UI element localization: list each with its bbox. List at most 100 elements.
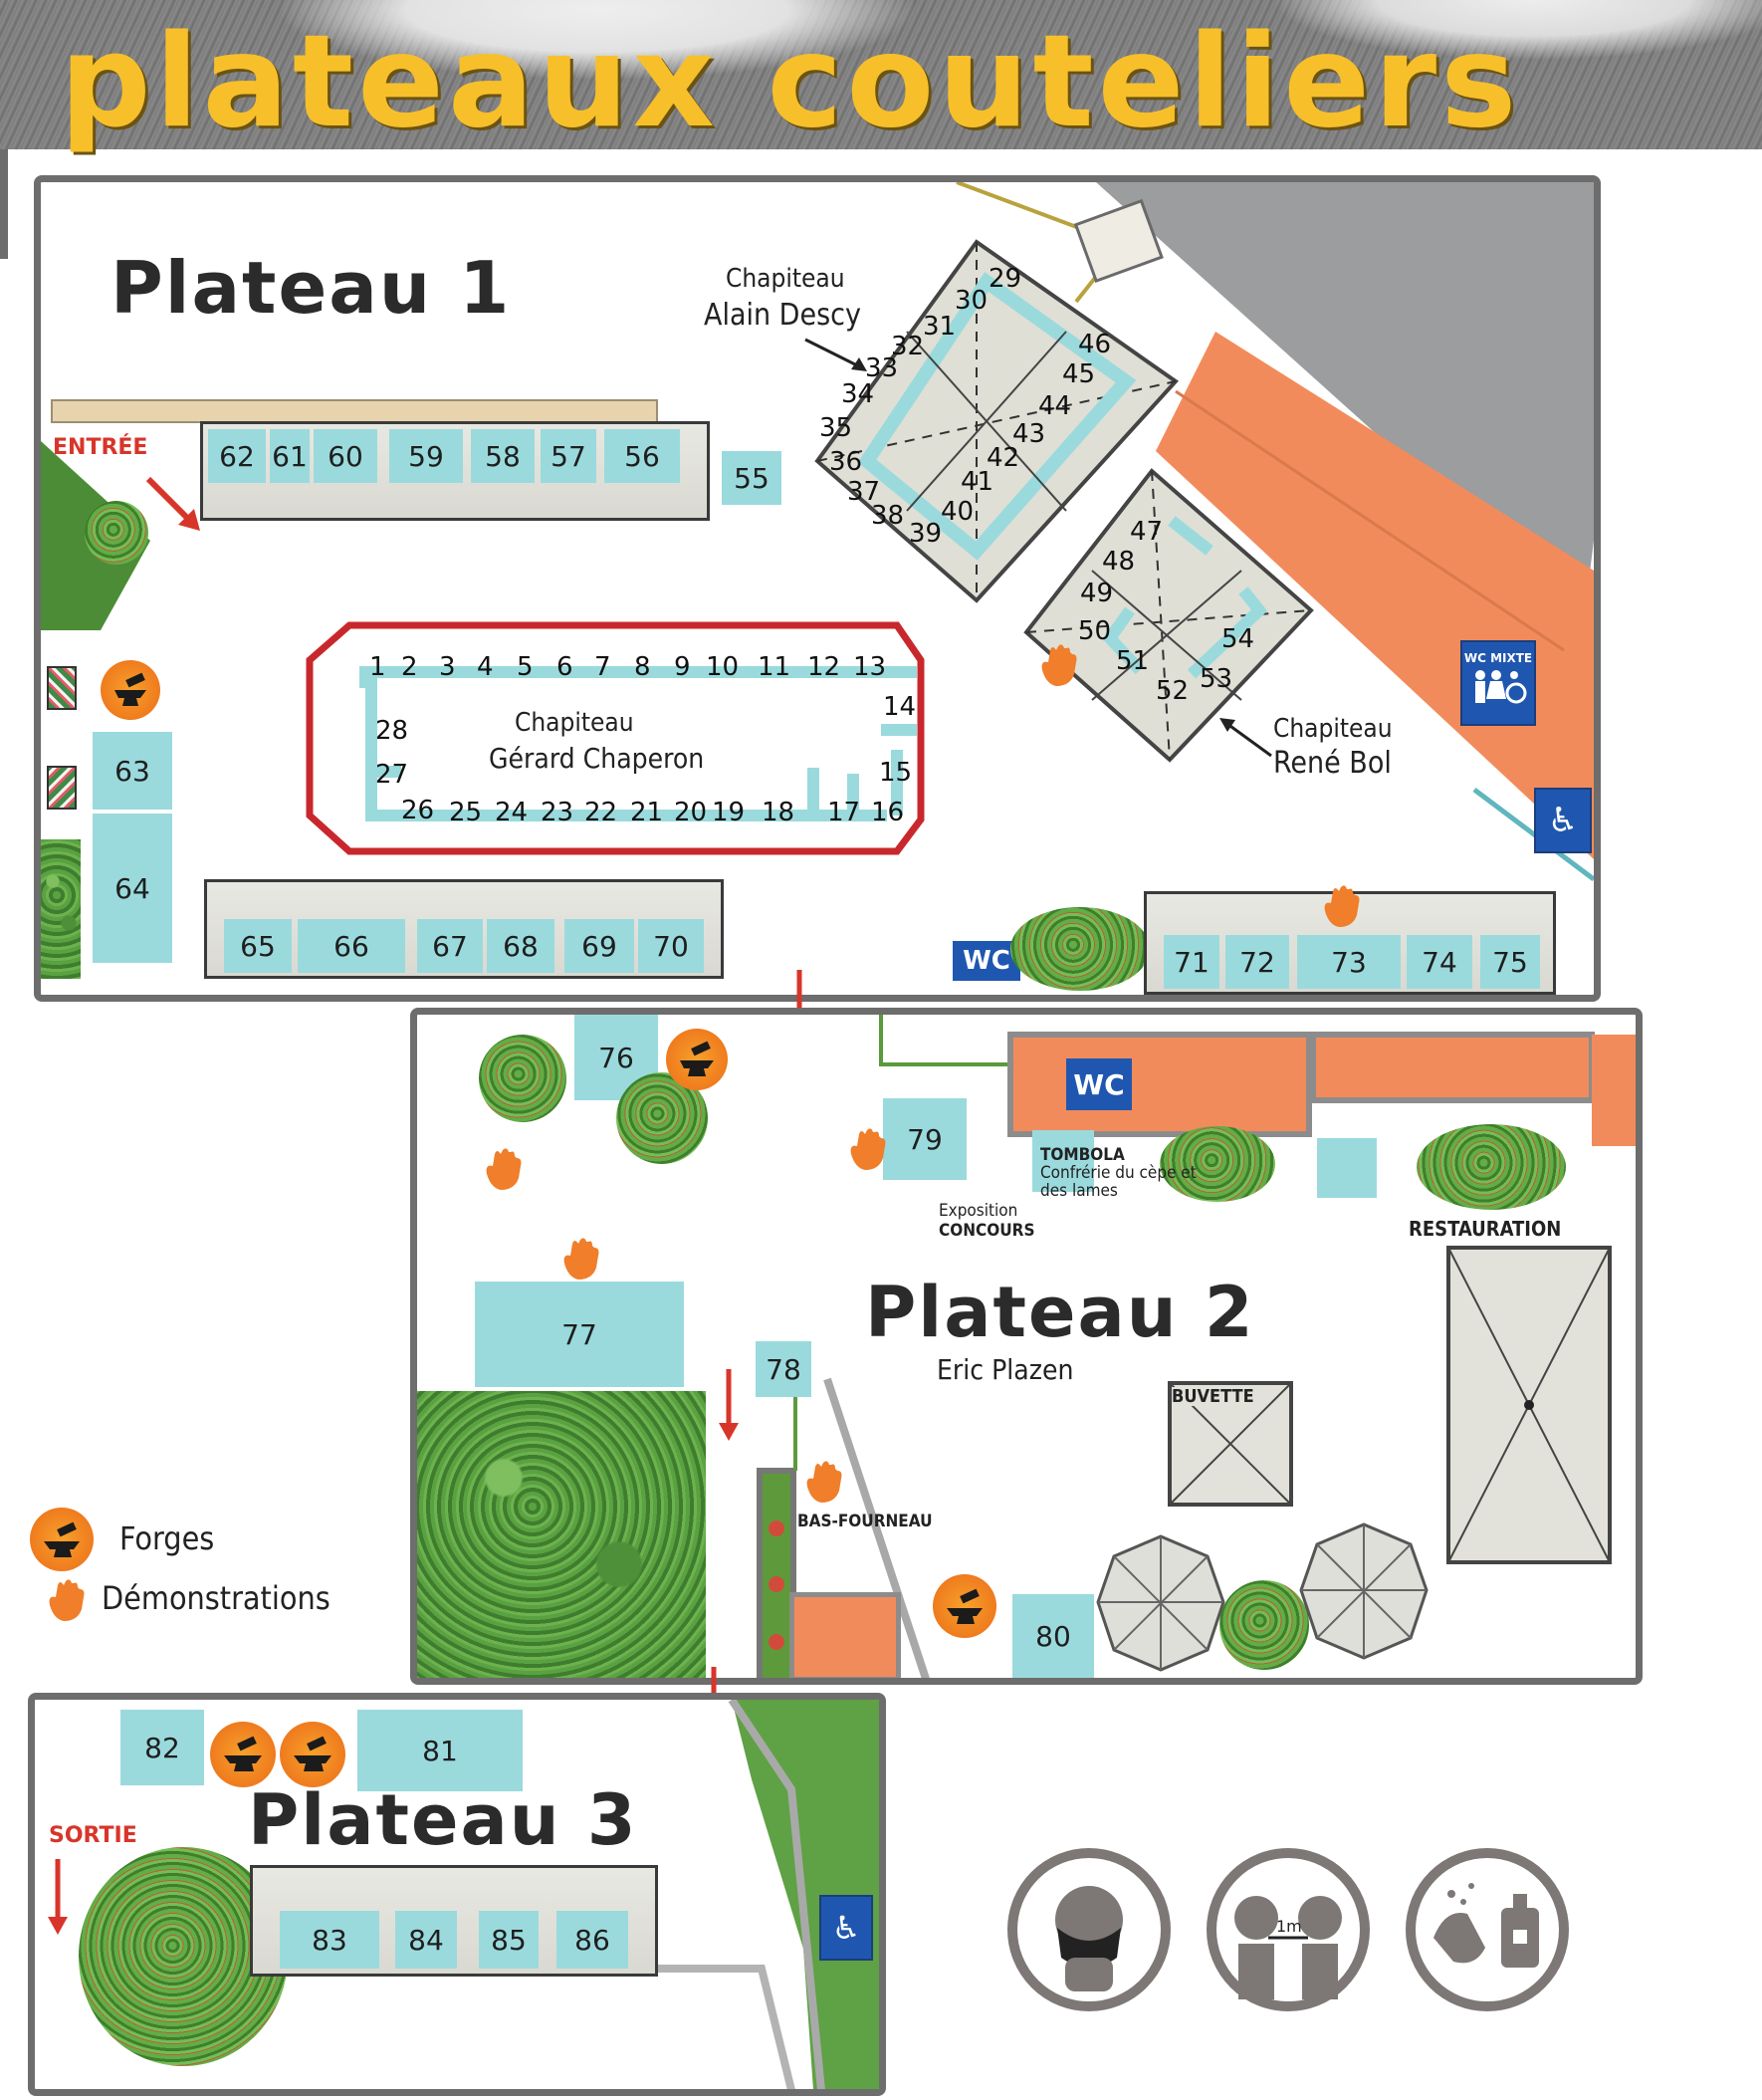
stand-8[interactable]: 8 bbox=[634, 652, 651, 682]
stand-43[interactable]: 43 bbox=[1012, 419, 1046, 449]
plateau-2-subtitle: Eric Plazen bbox=[937, 1353, 1074, 1386]
stand-66[interactable]: 66 bbox=[298, 919, 405, 973]
stand-30[interactable]: 30 bbox=[955, 286, 989, 316]
stand-13[interactable]: 13 bbox=[853, 652, 887, 682]
stand-42[interactable]: 42 bbox=[987, 443, 1020, 473]
tombola-label: TOMBOLA bbox=[1040, 1145, 1125, 1165]
stand-57[interactable]: 57 bbox=[541, 429, 596, 483]
stand-4[interactable]: 4 bbox=[477, 652, 494, 682]
stand-53[interactable]: 53 bbox=[1200, 664, 1233, 694]
stand-2[interactable]: 2 bbox=[401, 652, 418, 682]
stand-23[interactable]: 23 bbox=[541, 798, 574, 827]
stand-10[interactable]: 10 bbox=[706, 652, 740, 682]
stand-35[interactable]: 35 bbox=[819, 413, 853, 443]
stand-47[interactable]: 47 bbox=[1130, 517, 1164, 547]
stand-59[interactable]: 59 bbox=[389, 429, 463, 483]
plateau-3-path bbox=[652, 1700, 879, 2089]
stand-7[interactable]: 7 bbox=[594, 652, 611, 682]
banner-edge bbox=[0, 149, 8, 259]
stand-19[interactable]: 19 bbox=[712, 798, 746, 827]
stand-36[interactable]: 36 bbox=[829, 447, 863, 477]
stand-49[interactable]: 49 bbox=[1080, 579, 1114, 608]
stand-64[interactable]: 64 bbox=[93, 814, 172, 963]
stand-73[interactable]: 73 bbox=[1297, 935, 1401, 989]
tree bbox=[1219, 1580, 1309, 1670]
stand-48[interactable]: 48 bbox=[1102, 547, 1136, 577]
photo-thumb bbox=[47, 766, 77, 810]
stand-24[interactable]: 24 bbox=[495, 798, 529, 827]
stand-61[interactable]: 61 bbox=[270, 429, 310, 483]
stand-9[interactable]: 9 bbox=[674, 652, 691, 682]
stand-74[interactable]: 74 bbox=[1407, 935, 1472, 989]
stand-29[interactable]: 29 bbox=[989, 264, 1022, 294]
stand-32[interactable]: 32 bbox=[891, 332, 925, 361]
wc-mixte-label: WC MIXTE bbox=[1463, 651, 1533, 665]
small-stand[interactable] bbox=[1317, 1138, 1377, 1198]
bol-pointer-icon bbox=[1219, 718, 1272, 758]
stand-71[interactable]: 71 bbox=[1164, 935, 1219, 989]
stand-63[interactable]: 63 bbox=[93, 732, 172, 810]
stand-11[interactable]: 11 bbox=[758, 652, 791, 682]
stand-85[interactable]: 85 bbox=[479, 1911, 539, 1969]
stand-86[interactable]: 86 bbox=[556, 1911, 628, 1969]
stand-70[interactable]: 70 bbox=[638, 919, 704, 973]
stand-3[interactable]: 3 bbox=[439, 652, 456, 682]
stand-5[interactable]: 5 bbox=[517, 652, 534, 682]
stand-52[interactable]: 52 bbox=[1156, 676, 1190, 706]
stand-25[interactable]: 25 bbox=[449, 798, 483, 827]
chapiteau-descy-label-2: Alain Descy bbox=[704, 298, 861, 333]
stand-33[interactable]: 33 bbox=[865, 353, 899, 383]
stand-46[interactable]: 46 bbox=[1078, 330, 1112, 359]
stand-83[interactable]: 83 bbox=[280, 1911, 379, 1969]
stand-79[interactable]: 79 bbox=[883, 1098, 967, 1180]
stand-77[interactable]: 77 bbox=[475, 1282, 684, 1387]
stand-22[interactable]: 22 bbox=[584, 798, 618, 827]
bas-fourneau-label: BAS-FOURNEAU bbox=[797, 1512, 933, 1531]
stand-84[interactable]: 84 bbox=[395, 1911, 457, 1969]
stand-12[interactable]: 12 bbox=[807, 652, 841, 682]
stand-58[interactable]: 58 bbox=[471, 429, 535, 483]
stand-82[interactable]: 82 bbox=[120, 1710, 204, 1785]
banner: plateaux couteliers bbox=[0, 0, 1762, 149]
stand-81[interactable]: 81 bbox=[357, 1710, 523, 1791]
stand-54[interactable]: 54 bbox=[1221, 624, 1255, 654]
stand-67[interactable]: 67 bbox=[417, 919, 483, 973]
stand-38[interactable]: 38 bbox=[871, 501, 905, 531]
stand-39[interactable]: 39 bbox=[909, 519, 943, 549]
stand-26[interactable]: 26 bbox=[401, 796, 435, 825]
stand-80[interactable]: 80 bbox=[1012, 1594, 1094, 1678]
stand-50[interactable]: 50 bbox=[1078, 616, 1112, 646]
stand-55[interactable]: 55 bbox=[722, 451, 781, 505]
tree bbox=[479, 1035, 566, 1122]
tombola-stand[interactable] bbox=[1032, 1130, 1094, 1192]
stand-45[interactable]: 45 bbox=[1062, 359, 1096, 389]
stand-16[interactable]: 16 bbox=[871, 798, 905, 827]
stand-31[interactable]: 31 bbox=[923, 312, 957, 342]
stand-1[interactable]: 1 bbox=[369, 652, 386, 682]
stand-69[interactable]: 69 bbox=[564, 919, 634, 973]
stand-20[interactable]: 20 bbox=[674, 798, 708, 827]
stand-34[interactable]: 34 bbox=[841, 379, 875, 409]
stand-78[interactable]: 78 bbox=[756, 1341, 811, 1397]
stand-17[interactable]: 17 bbox=[827, 798, 861, 827]
stand-18[interactable]: 18 bbox=[762, 798, 795, 827]
stand-62[interactable]: 62 bbox=[208, 429, 266, 483]
stand-44[interactable]: 44 bbox=[1038, 391, 1072, 421]
stand-75[interactable]: 75 bbox=[1480, 935, 1540, 989]
svg-text:1m: 1m bbox=[1276, 1917, 1302, 1936]
stand-37[interactable]: 37 bbox=[847, 477, 881, 507]
stand-60[interactable]: 60 bbox=[314, 429, 377, 483]
stand-21[interactable]: 21 bbox=[630, 798, 664, 827]
stand-15[interactable]: 15 bbox=[879, 758, 913, 788]
stand-56[interactable]: 56 bbox=[604, 429, 680, 483]
stand-6[interactable]: 6 bbox=[556, 652, 573, 682]
stand-65[interactable]: 65 bbox=[224, 919, 292, 973]
stand-14[interactable]: 14 bbox=[883, 692, 917, 722]
stand-28[interactable]: 28 bbox=[375, 716, 409, 746]
stand-41[interactable]: 41 bbox=[961, 467, 994, 497]
stand-51[interactable]: 51 bbox=[1116, 646, 1150, 676]
stand-68[interactable]: 68 bbox=[487, 919, 554, 973]
stand-40[interactable]: 40 bbox=[941, 497, 975, 527]
stand-27[interactable]: 27 bbox=[375, 760, 409, 790]
stand-72[interactable]: 72 bbox=[1225, 935, 1289, 989]
